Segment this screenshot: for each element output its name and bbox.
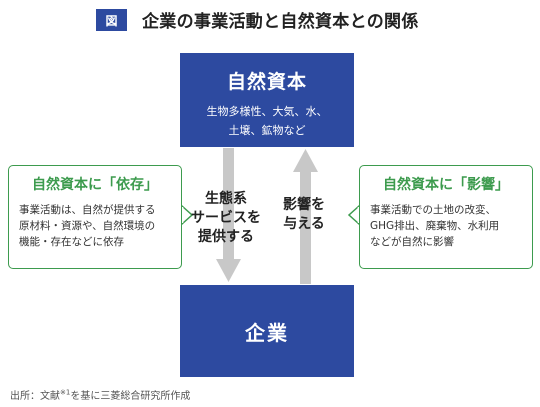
source-suffix: を基に三菱総合研究所作成 [70,391,191,402]
figure-header: 図 企業の事業活動と自然資本との関係 [0,0,540,40]
natural-capital-desc-line1: 生物多様性、大気、水、 [206,105,328,118]
natural-capital-desc-line2: 土壌、鉱物など [228,124,306,137]
ecosystem-label-line3: 提供する [198,229,254,245]
ecosystem-label-line1: 生態系 [205,191,247,207]
natural-capital-box: 自然資本 生物多様性、大気、水、 土壌、鉱物など [180,53,354,147]
impact-title: 自然資本に「影響」 [383,177,509,193]
source-prefix: 出所：文献 [10,391,60,402]
company-box: 企業 [180,285,354,377]
impact-line1: 事業活動での土地の改変、 [370,204,496,216]
impact-label-line2: 与える [283,216,325,232]
dependency-desc: 事業活動は、自然が提供する 原材料・資源や、自然環境の 機能・存在などに依存 [19,202,181,250]
ecosystem-service-label: 生態系 サービスを 提供する [186,190,266,247]
company-title: 企業 [245,320,289,345]
impact-label-line1: 影響を [283,197,325,213]
source-footnote-ref: ※1 [60,388,71,397]
figure-badge: 図 [96,9,127,31]
page-title: 企業の事業活動と自然資本との関係 [142,12,419,32]
dependency-title: 自然資本に「依存」 [32,177,158,193]
impact-box: 自然資本に「影響」 事業活動での土地の改変、 GHG排出、廃棄物、水利用 などが… [359,165,533,269]
impact-line3: などが自然に影響 [370,236,454,248]
dependency-line3: 機能・存在などに依存 [19,236,124,248]
source-note: 出所：文献※1を基に三菱総合研究所作成 [10,387,190,402]
right-pointer [347,204,360,226]
natural-capital-desc: 生物多様性、大気、水、 土壌、鉱物など [180,102,354,140]
natural-capital-title: 自然資本 [226,71,307,93]
down-arrow [216,148,241,282]
impact-label: 影響を 与える [276,196,332,234]
ecosystem-label-line2: サービスを [191,210,261,226]
up-arrow [293,149,318,284]
impact-desc: 事業活動での土地の改変、 GHG排出、廃棄物、水利用 などが自然に影響 [370,202,532,250]
dependency-line1: 事業活動は、自然が提供する [19,204,156,216]
impact-line2: GHG排出、廃棄物、水利用 [370,220,500,232]
dependency-box: 自然資本に「依存」 事業活動は、自然が提供する 原材料・資源や、自然環境の 機能… [8,165,182,269]
dependency-line2: 原材料・資源や、自然環境の [19,220,156,232]
